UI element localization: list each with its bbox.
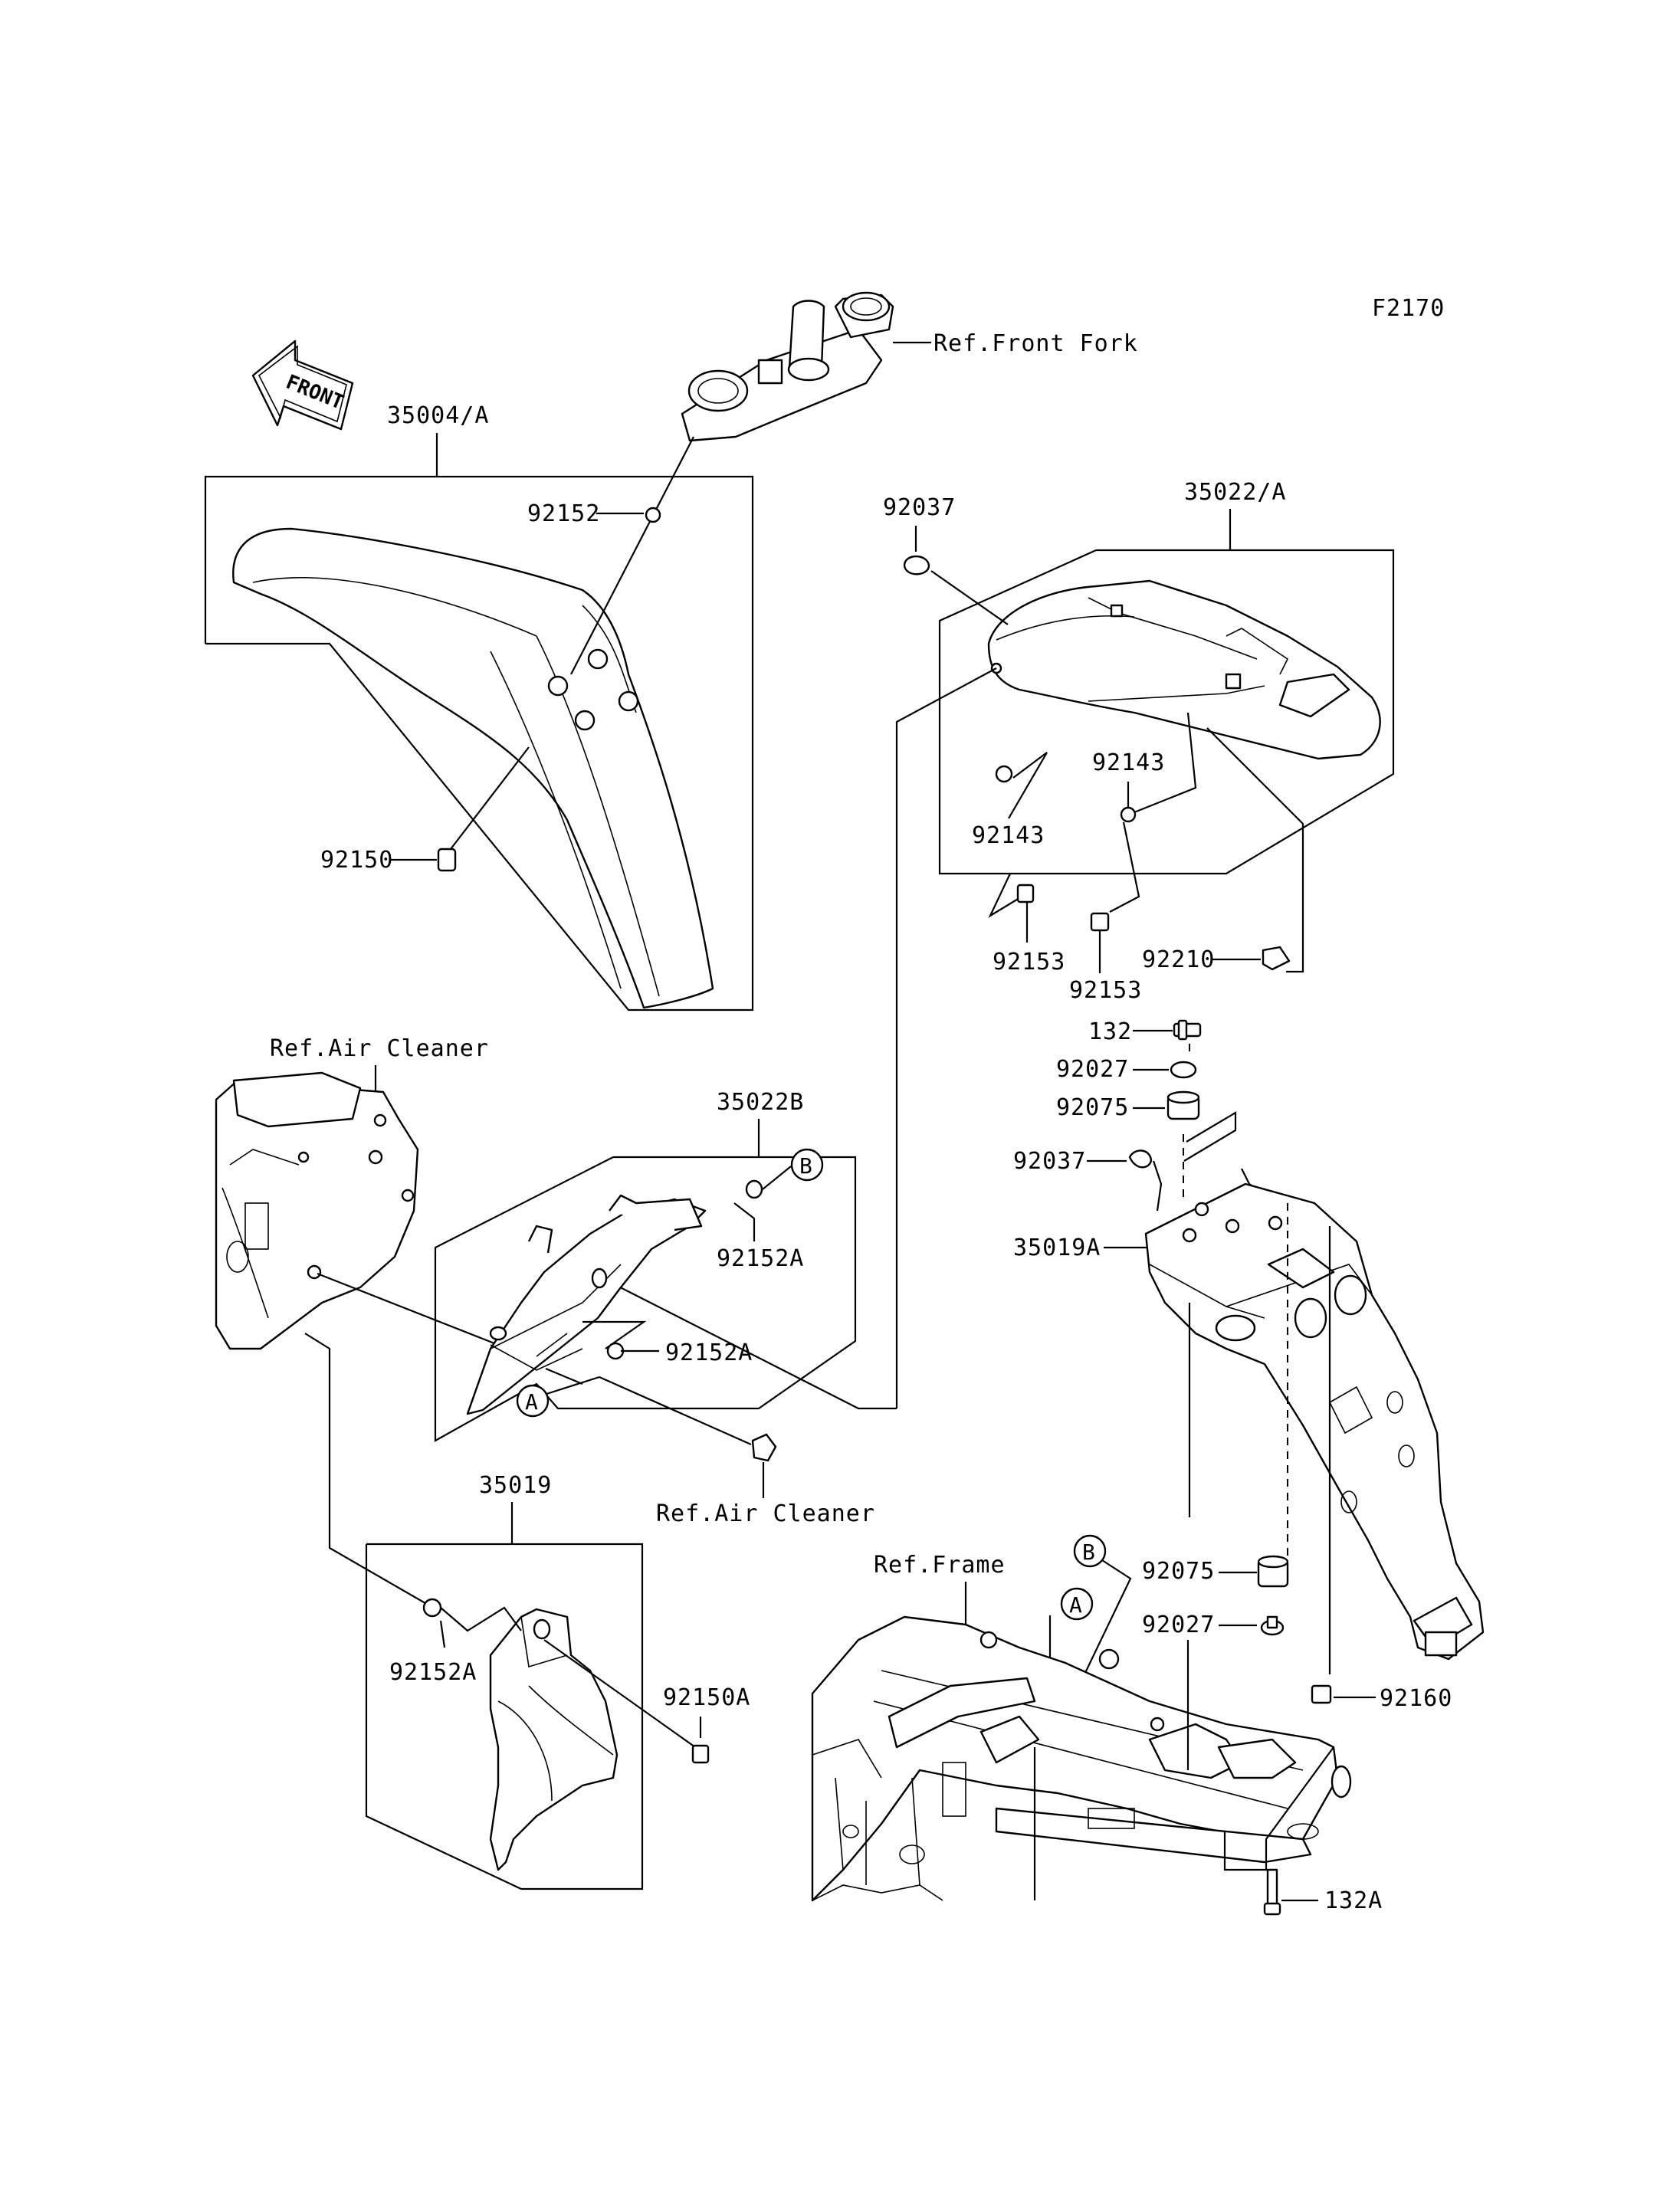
marker-b-top-label: B [799,1153,812,1179]
rear-fender-group-box [938,549,1395,875]
inner-fender-to-rear-line [589,1271,897,1410]
ref-front-fork: Ref.Front Fork [934,330,1138,357]
air-cleaner-bolt [599,1376,777,1498]
marker-b-frame-label: B [1082,1540,1095,1565]
part-92037-clip-top [903,555,1009,625]
part-92153-right-bolt [1090,821,1140,973]
part-92037-clip-mid [1128,1149,1163,1212]
inner-fender-35022B [466,1194,707,1415]
group-label-35004: 35004/A [387,402,489,429]
part-92152A-washer-mid [582,1320,659,1360]
front-direction-arrow: FRONT [251,339,354,431]
part-92153-left-bolt [988,873,1035,943]
part-label-92152A-mid: 92152A [665,1340,753,1366]
group-label-35019: 35019 [479,1472,552,1499]
ref-air-cleaner-bottom: Ref.Air Cleaner [656,1500,875,1527]
inner-fender-group-box [434,1156,857,1442]
part-92150A-bolt [543,1639,710,1764]
part-label-92075-bottom: 92075 [1142,1558,1215,1585]
part-label-92152A-bottom: 92152A [389,1659,477,1686]
part-label-132: 132 [1088,1018,1132,1045]
part-92075-grommet-bottom [1257,1555,1289,1588]
part-label-92075-top: 92075 [1056,1094,1129,1121]
group-label-35019A: 35019A [1013,1235,1101,1261]
group-label-35022B: 35022B [717,1089,804,1116]
rear-fender [987,579,1381,760]
part-92160-nut [1311,1684,1376,1704]
part-92075-grommet-top [1166,1090,1200,1120]
part-label-92037-top: 92037 [883,494,956,521]
part-label-92027-top: 92027 [1056,1056,1129,1083]
marker-a-frame-label: A [1069,1592,1082,1618]
part-92027-washer-top [1170,1061,1197,1079]
part-92152A-washer-top [733,1166,792,1241]
front-fender [232,527,714,1009]
front-fender-group-box [204,475,754,1012]
marker-a-top-label: A [525,1389,538,1415]
part-92152-washer [645,507,661,523]
part-132-bolt [1173,1019,1202,1041]
air-cleaner-to-inner-fender [317,1272,499,1346]
part-92210-nut [1206,727,1304,973]
part-label-92143-right: 92143 [1092,749,1165,776]
front-fork-triple-clamp [681,291,894,442]
part-label-92152: 92152 [527,500,600,527]
rear-inner-group-box [365,1543,644,1890]
part-label-92037-mid: 92037 [1013,1148,1086,1175]
fastener-line-b [1183,1111,1237,1162]
air-cleaner-to-35019 [304,1333,430,1606]
motorcycle-frame [811,1615,1352,1902]
part-92143-right-washer [1120,712,1197,823]
clamp-to-fender-line [570,436,694,675]
part-label-92153-right: 92153 [1069,977,1142,1004]
connector-line-rear-fender [895,667,997,1408]
part-label-92152A-top: 92152A [717,1245,804,1272]
rear-inner-fender-35019 [489,1608,619,1871]
part-92152A-washer-bottom [422,1598,522,1648]
marker-b-top: B [790,1148,824,1182]
marker-a-top: A [516,1367,600,1418]
frame-bracket-line [1223,1746,1334,1871]
part-label-92150A: 92150A [663,1684,750,1711]
ref-frame: Ref.Frame [874,1552,1006,1579]
part-92143-left-washer [995,752,1048,819]
group-label-35022: 35022/A [1184,479,1286,506]
part-132A-bolt [1263,1868,1318,1916]
marker-b-frame: B [1073,1534,1132,1696]
part-92150-bolt [437,746,530,872]
part-label-92210: 92210 [1142,946,1215,973]
air-cleaner-box [215,1071,419,1350]
ref-air-cleaner-top: Ref.Air Cleaner [270,1035,489,1062]
part-label-92143-left: 92143 [972,822,1045,849]
part-label-132A: 132A [1324,1887,1383,1914]
rear-fender-bracket-35019A [1144,1182,1485,1661]
part-label-92150: 92150 [320,847,393,874]
part-label-92153-left: 92153 [993,949,1065,976]
figure-id: F2170 [1372,295,1445,322]
part-label-92160: 92160 [1380,1685,1452,1712]
part-92027-washer-bottom [1260,1615,1285,1636]
part-label-92027-bottom: 92027 [1142,1612,1215,1638]
